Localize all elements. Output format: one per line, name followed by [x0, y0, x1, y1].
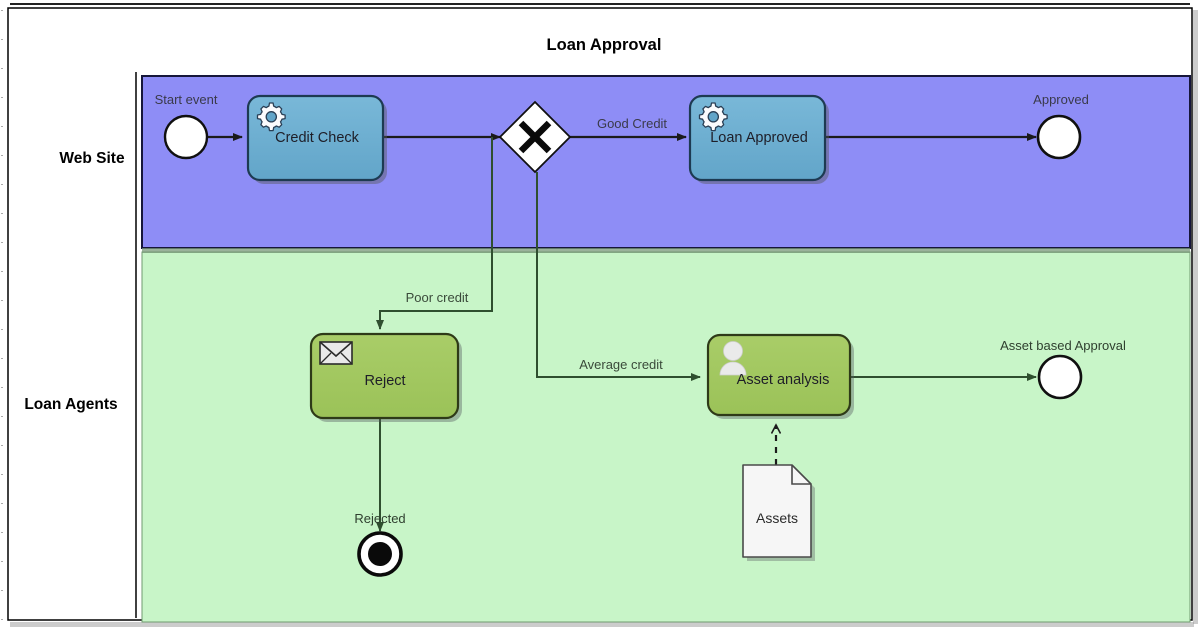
rejected-end-label: Rejected	[354, 511, 405, 526]
lane-loan-agents: Loan Agents	[24, 248, 1191, 623]
flow-label-average-credit: Average credit	[579, 357, 663, 372]
person-icon	[719, 341, 747, 376]
lane-label-web-site: Web Site	[59, 150, 125, 167]
x-mark-icon	[518, 120, 552, 154]
rejected-end-core	[368, 542, 392, 566]
lane-web-site: Web Site	[59, 75, 1191, 249]
node-credit-check[interactable]: Credit Check	[246, 94, 387, 184]
node-loan-approved[interactable]: Loan Approved	[688, 94, 829, 184]
node-assets-data-object[interactable]: Assets	[742, 464, 815, 561]
flow-gateway-to-asset-analysis	[536, 172, 701, 381]
asset-based-end-shape[interactable]	[1037, 354, 1083, 400]
approved-end-shape[interactable]	[1036, 114, 1082, 160]
node-start-event[interactable]: Start event	[155, 92, 218, 160]
node-rejected-end-event[interactable]: Rejected	[354, 511, 406, 577]
flow-labels: Good Credit Poor credit Average credit	[406, 116, 668, 372]
node-exclusive-gateway[interactable]	[498, 100, 572, 174]
pool-title: Loan Approval	[547, 36, 662, 54]
flow-gateway-to-reject	[376, 137, 493, 330]
lane-label-loan-agents: Loan Agents	[24, 396, 117, 413]
start-event-label: Start event	[155, 92, 218, 107]
node-approved-end-event[interactable]: Approved	[1033, 92, 1089, 160]
envelope-icon	[319, 341, 353, 365]
asset-based-end-label: Asset based Approval	[1000, 338, 1126, 353]
approved-end-label: Approved	[1033, 92, 1089, 107]
gear-icon	[698, 102, 728, 132]
reject-label: Reject	[364, 373, 405, 389]
credit-check-label: Credit Check	[275, 130, 360, 146]
assets-data-shape[interactable]	[742, 464, 812, 558]
node-asset-based-end-event[interactable]: Asset based Approval	[1000, 338, 1126, 400]
gear-icon	[256, 102, 286, 132]
asset-analysis-shape[interactable]	[706, 333, 852, 417]
assets-data-fold	[791, 465, 811, 485]
asset-analysis-label: Asset analysis	[737, 372, 830, 388]
sequence-flows	[207, 133, 1037, 532]
loan-approved-label: Loan Approved	[710, 130, 808, 146]
node-asset-analysis[interactable]: Asset analysis	[706, 333, 854, 419]
start-event-shape[interactable]	[163, 114, 209, 160]
node-reject[interactable]: Reject	[309, 332, 462, 422]
assets-data-label: Assets	[756, 510, 798, 526]
flow-label-poor-credit: Poor credit	[406, 290, 469, 305]
flow-label-good-credit: Good Credit	[597, 116, 667, 131]
